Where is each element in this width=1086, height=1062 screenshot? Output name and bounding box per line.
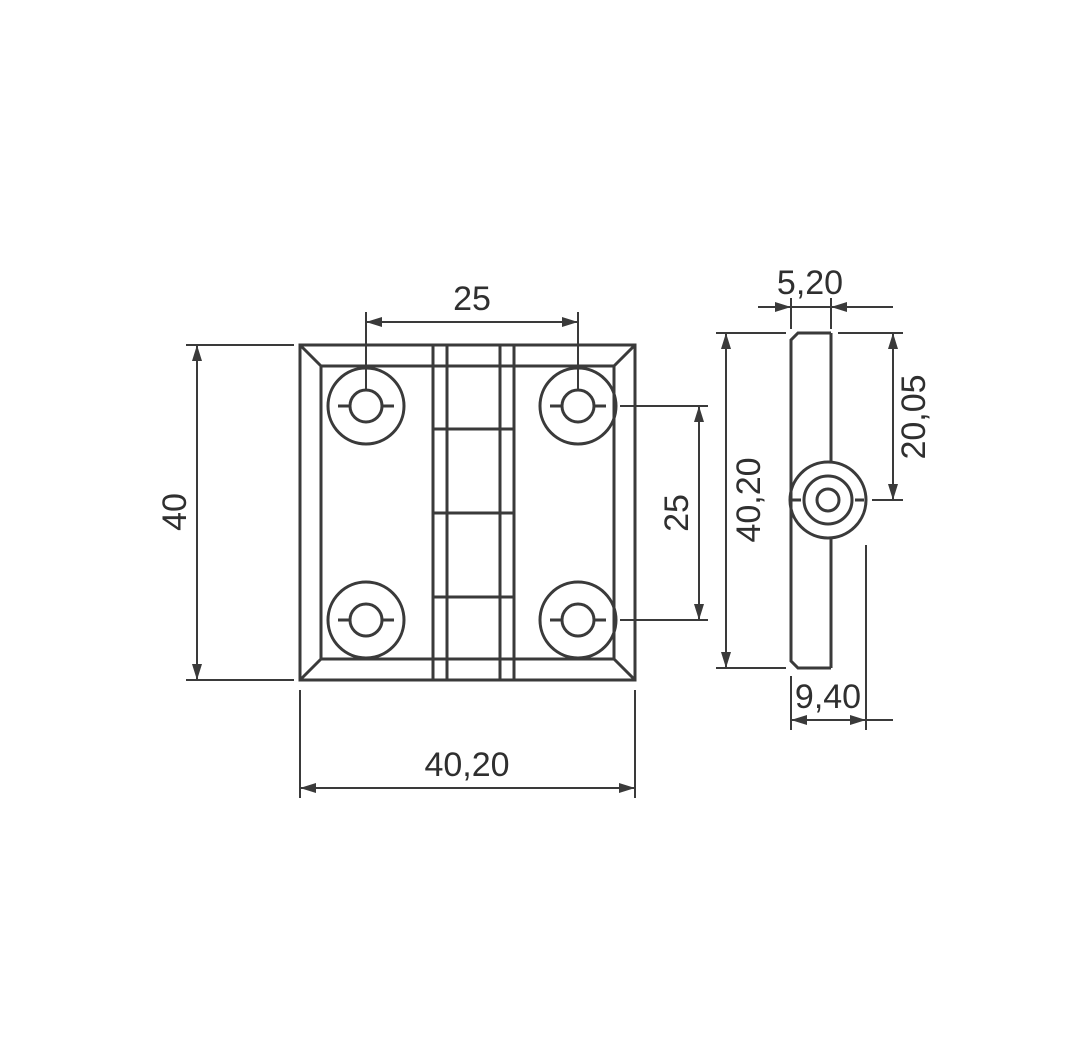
dim-label-hole-spacing-v: 25 [658, 494, 696, 532]
dimension-leaf-thickness: 5,20 [758, 264, 893, 329]
arrowhead [888, 484, 898, 500]
arrowhead [694, 604, 704, 620]
arrowhead [721, 333, 731, 349]
dimension-overall-depth: 9,40 [790, 545, 893, 730]
arrowhead [850, 715, 866, 725]
barrel-pin-circle [815, 487, 841, 513]
dim-label-overall-depth: 9,40 [795, 678, 861, 716]
dimension-pin-offset: 20,05 [838, 332, 933, 501]
hole-countersink-circle [538, 580, 618, 660]
front-outer-edge [298, 343, 637, 682]
chamfer-corner-line [298, 343, 323, 368]
arrowhead [619, 783, 635, 793]
dim-label-hole-spacing-h: 25 [453, 280, 491, 318]
dimension-front-height: 40 [156, 344, 294, 681]
arrowhead [300, 783, 316, 793]
front-chamfer-edge [319, 364, 616, 661]
front-view [298, 343, 637, 682]
hole-bore-circle [348, 388, 384, 424]
hole-countersink-circle [326, 580, 406, 660]
chamfer-corner-line [612, 657, 637, 682]
arrowhead [721, 652, 731, 668]
dim-label-pin-offset: 20,05 [895, 374, 933, 459]
dimension-hole-spacing-vertical: 25 [620, 405, 708, 621]
side-view [788, 331, 868, 670]
arrowhead [192, 345, 202, 361]
hole-bore-circle [348, 602, 384, 638]
hole-bore-circle [560, 388, 596, 424]
barrel-mid-circle [802, 474, 854, 526]
dimension-side-height: 40,20 [716, 332, 786, 669]
arrowhead [192, 664, 202, 680]
arrowhead [831, 302, 847, 312]
dim-label-front-height: 40 [156, 493, 194, 531]
hole-bore-circle [560, 602, 596, 638]
arrowhead [888, 333, 898, 349]
arrowhead [775, 302, 791, 312]
hole-bottom-right [538, 580, 618, 660]
dim-label-leaf-thickness: 5,20 [777, 264, 843, 302]
arrowhead [791, 715, 807, 725]
hole-bottom-left [326, 580, 406, 660]
dimension-hole-spacing-horizontal: 25 [365, 280, 579, 390]
chamfer-corner-line [298, 657, 323, 682]
dim-label-front-width: 40,20 [424, 746, 509, 784]
arrowhead [562, 317, 578, 327]
barrel-outer-circle [788, 460, 868, 540]
dimension-front-width: 40,20 [299, 690, 636, 798]
dim-label-side-height: 40,20 [730, 457, 768, 542]
arrowhead [694, 406, 704, 422]
chamfer-corner-line [612, 343, 637, 368]
arrowhead [366, 317, 382, 327]
hinge-knuckle-strip [431, 345, 516, 680]
